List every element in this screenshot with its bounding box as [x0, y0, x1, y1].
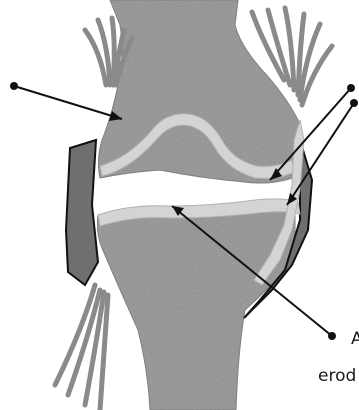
- tibia-bone: [97, 205, 295, 410]
- capsule-left: [66, 140, 98, 285]
- label-erod: erod: [318, 366, 356, 386]
- pointer-left: [10, 82, 122, 121]
- label-a: A: [351, 329, 359, 349]
- tendons-bottom-left: [55, 285, 108, 410]
